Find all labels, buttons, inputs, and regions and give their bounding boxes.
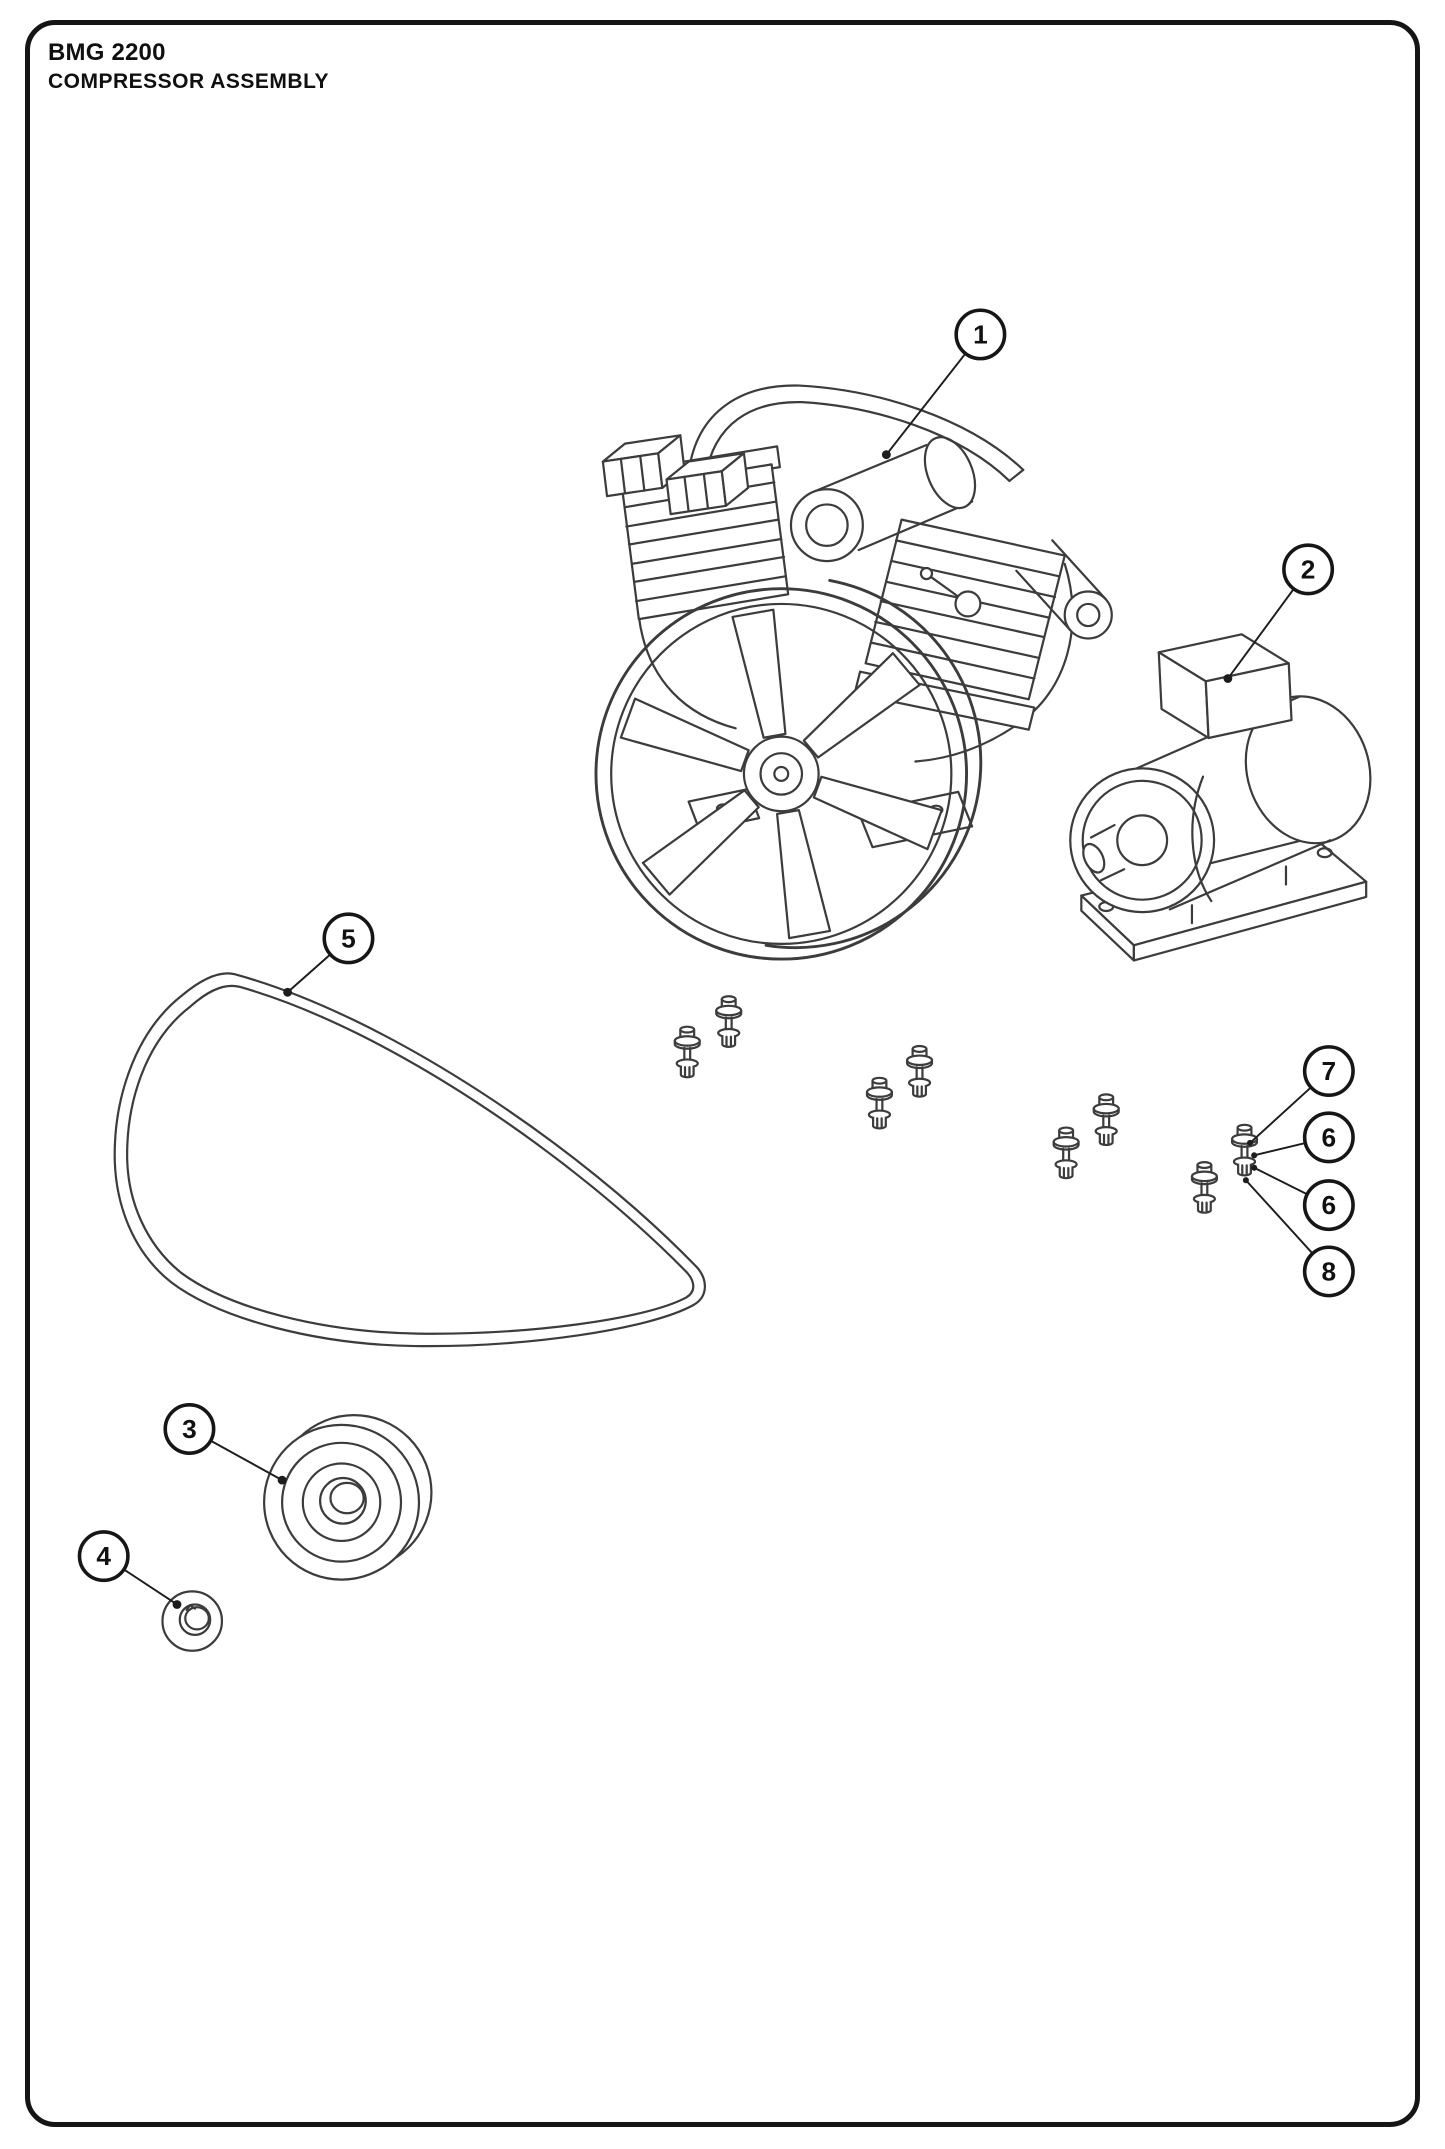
pulley-drawing [263, 1414, 433, 1581]
callout-4: 4 [77, 1530, 182, 1609]
callout-6b-label: 6 [1322, 1190, 1337, 1220]
bolt-fastener [715, 995, 743, 1048]
bolt-fastener [905, 1044, 934, 1098]
assembly-title: COMPRESSOR ASSEMBLY [48, 70, 329, 94]
callout-7: 7 [1246, 1045, 1355, 1146]
motor-body [1069, 695, 1372, 925]
v-belt-drawing [113, 972, 706, 1348]
callout-3-label: 3 [182, 1414, 197, 1444]
unloader-valve [919, 566, 982, 618]
intake-filters [601, 434, 750, 516]
aftercooler-tank [789, 436, 977, 563]
bolt-fastener [865, 1076, 893, 1130]
callout-6a-label: 6 [1322, 1122, 1337, 1152]
callout-8: 8 [1242, 1177, 1355, 1298]
product-title: BMG 2200 [48, 39, 166, 66]
side-muffler [1015, 539, 1113, 640]
motor-shaft [1082, 823, 1126, 882]
callout-5: 5 [283, 912, 375, 997]
callout-5-label: 5 [341, 923, 356, 953]
fastener-set [673, 995, 1259, 1214]
callout-7-label: 7 [1322, 1056, 1337, 1086]
bolt-fastener [1190, 1161, 1218, 1214]
callout-4-label: 4 [96, 1541, 111, 1571]
callout-3: 3 [163, 1402, 287, 1485]
callout-6b: 6 [1251, 1164, 1355, 1232]
callout-6a: 6 [1251, 1111, 1355, 1164]
motor-junction-box [1157, 633, 1293, 740]
callout-1-label: 1 [973, 319, 988, 349]
callout-2-label: 2 [1301, 554, 1316, 584]
title-block: BMG 2200 COMPRESSOR ASSEMBLY [48, 39, 329, 95]
electric-motor-drawing [1069, 633, 1372, 962]
callout-1: 1 [881, 308, 1007, 460]
diagram-border-frame [25, 20, 1420, 2127]
motor-base-plate [1080, 836, 1368, 962]
flywheel [594, 578, 983, 961]
callout-8-label: 8 [1322, 1256, 1337, 1286]
callout-2: 2 [1223, 543, 1335, 683]
compressor-pump-drawing [594, 384, 1113, 961]
bolt-fastener [1092, 1093, 1120, 1147]
bolt-fastener [673, 1025, 701, 1079]
bolt-fastener [1052, 1126, 1080, 1180]
